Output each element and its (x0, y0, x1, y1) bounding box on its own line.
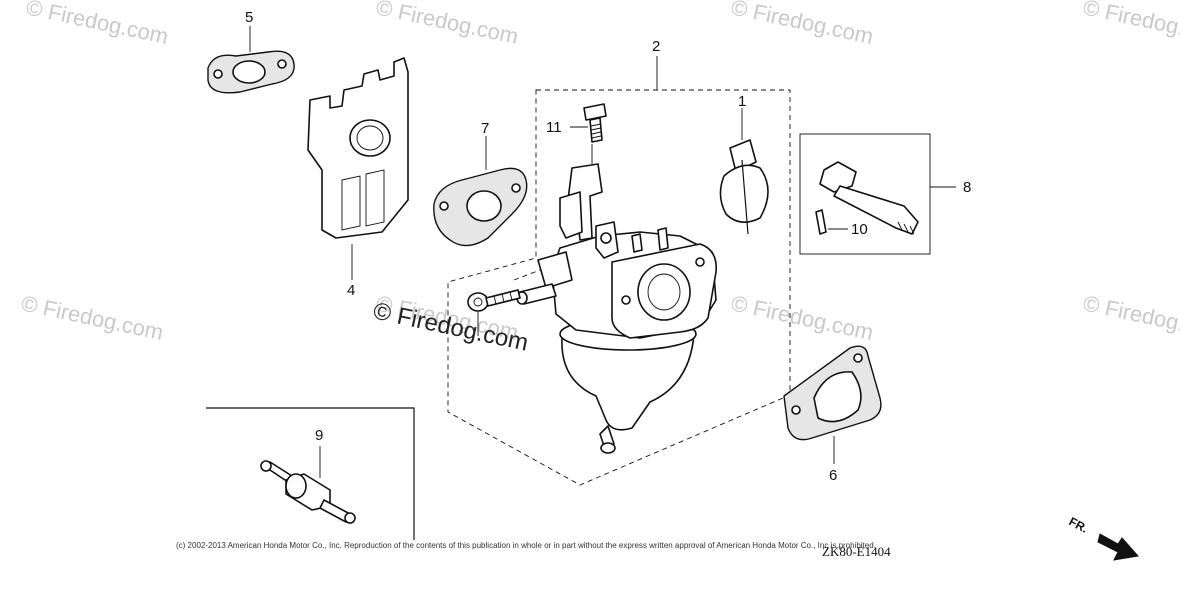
front-direction-indicator: FR. (1067, 514, 1139, 561)
callout-2: 2 (652, 38, 660, 55)
watermark: © Firedog.com (24, 0, 171, 49)
callout-4: 4 (347, 282, 355, 299)
diagram-code: ZK80-E1404 (822, 544, 891, 559)
watermark: © Firedog.com (1081, 290, 1180, 345)
part-1-choke-valve (719, 108, 769, 235)
copyright-notice: (c) 2002-2013 American Honda Motor Co., … (176, 541, 876, 550)
part-4-insulator (307, 57, 409, 280)
arrow-icon (1097, 533, 1139, 561)
part-8-lever-assembly (799, 133, 956, 255)
watermark: © Firedog.com (729, 290, 876, 345)
watermark: © Firedog.com (1081, 0, 1180, 49)
callout-9: 9 (315, 427, 323, 444)
callout-7: 7 (481, 120, 489, 137)
part-screw-washer (467, 289, 521, 336)
part-6-gasket (783, 345, 882, 464)
callouts: 5 2 1 7 11 8 10 4 9 6 (245, 9, 971, 484)
carburetor-assembly-outline (447, 56, 791, 486)
part-9-fuel-filter (206, 407, 415, 540)
direction-label: FR. (1067, 514, 1091, 535)
watermark: © Firedog.com (729, 0, 876, 49)
callout-5: 5 (245, 9, 253, 26)
callout-10: 10 (851, 221, 868, 238)
callout-11: 11 (546, 119, 562, 136)
part-2-carburetor (513, 144, 717, 454)
part-7-gasket (433, 136, 528, 247)
watermark: © Firedog.com (374, 0, 521, 49)
watermark: © Firedog.com (19, 290, 166, 345)
part-5-gasket (207, 26, 295, 94)
part-11-screw (570, 103, 607, 143)
callout-6: 6 (829, 467, 837, 484)
callout-8: 8 (963, 179, 971, 196)
callout-1: 1 (738, 93, 746, 110)
